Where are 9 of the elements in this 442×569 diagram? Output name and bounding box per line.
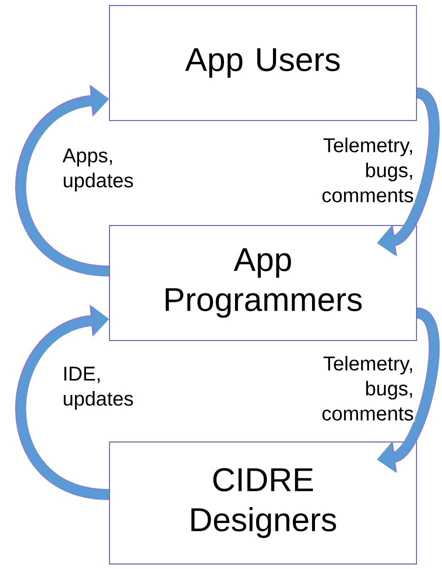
curved-arrow — [15, 304, 110, 500]
edge-label: Telemetry, bugs, comments — [322, 356, 414, 421]
process-box: App Programmers — [109, 225, 417, 341]
curved-arrow — [15, 84, 110, 276]
process-box: App Users — [109, 5, 417, 121]
edge-label: IDE, updates — [64, 366, 133, 410]
edge-label: Apps, updates — [62, 148, 133, 192]
edge-label: Telemetry, bugs, comments — [322, 138, 414, 202]
process-box: CIDRE Designers — [109, 442, 417, 564]
